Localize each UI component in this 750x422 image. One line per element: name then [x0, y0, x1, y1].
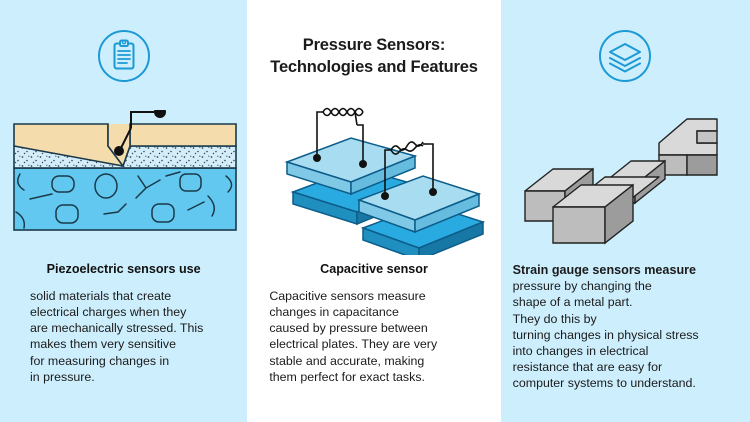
- body-piezoelectric: solid materials that create electrical c…: [30, 289, 204, 384]
- divider-right: [496, 0, 501, 422]
- body-capacitive: Capacitive sensors measure changes in ca…: [269, 289, 438, 384]
- panel-capacitive: Pressure Sensors: Technologies and Featu…: [251, 0, 497, 422]
- fork-head: [657, 118, 718, 176]
- layers-icon-wrapper: [501, 28, 750, 84]
- piezoelectric-cross-section-illustration: [13, 110, 237, 231]
- clipboard-icon: [97, 30, 150, 82]
- capacitor-plate-upper-right: [357, 175, 482, 234]
- caption-capacitive: Capacitive sensor Capacitive sensors mea…: [251, 262, 496, 385]
- heading-capacitive: Capacitive sensor: [320, 262, 428, 276]
- caption-piezoelectric: Piezoelectric sensors use solid material…: [0, 262, 247, 385]
- strain-gauge-text-block: Strain gauge sensors measure pressure by …: [513, 262, 738, 391]
- terminal-node: [381, 192, 390, 200]
- caption-strain-gauge: Strain gauge sensors measure pressure by …: [501, 262, 750, 391]
- layers-icon: [599, 30, 652, 82]
- strain-gauge-metal-part-illustration: [523, 118, 718, 245]
- page-title-line-2: Technologies and Features: [270, 58, 478, 77]
- terminal-node: [359, 160, 368, 168]
- panel-piezoelectric: Piezoelectric sensors use solid material…: [0, 0, 248, 422]
- terminal-node: [429, 188, 438, 196]
- page-title: Pressure Sensors: Technologies and Featu…: [251, 34, 496, 79]
- capacitor-plate-upper-left: [285, 137, 418, 196]
- divider-left: [247, 0, 252, 422]
- heading-strain-gauge: Strain gauge sensors measure: [512, 263, 697, 277]
- clipboard-icon-wrapper: [0, 28, 247, 84]
- body-strain-gauge: pressure by changing the shape of a meta…: [512, 279, 699, 391]
- terminal-node: [313, 154, 322, 162]
- front-left-block: [551, 183, 634, 245]
- page-title-line-1: Pressure Sensors:: [302, 36, 446, 54]
- capacitive-plates-illustration: [285, 107, 486, 255]
- panel-strain-gauge: Strain gauge sensors measure pressure by …: [500, 0, 750, 422]
- heading-piezoelectric: Piezoelectric sensors use: [46, 262, 201, 276]
